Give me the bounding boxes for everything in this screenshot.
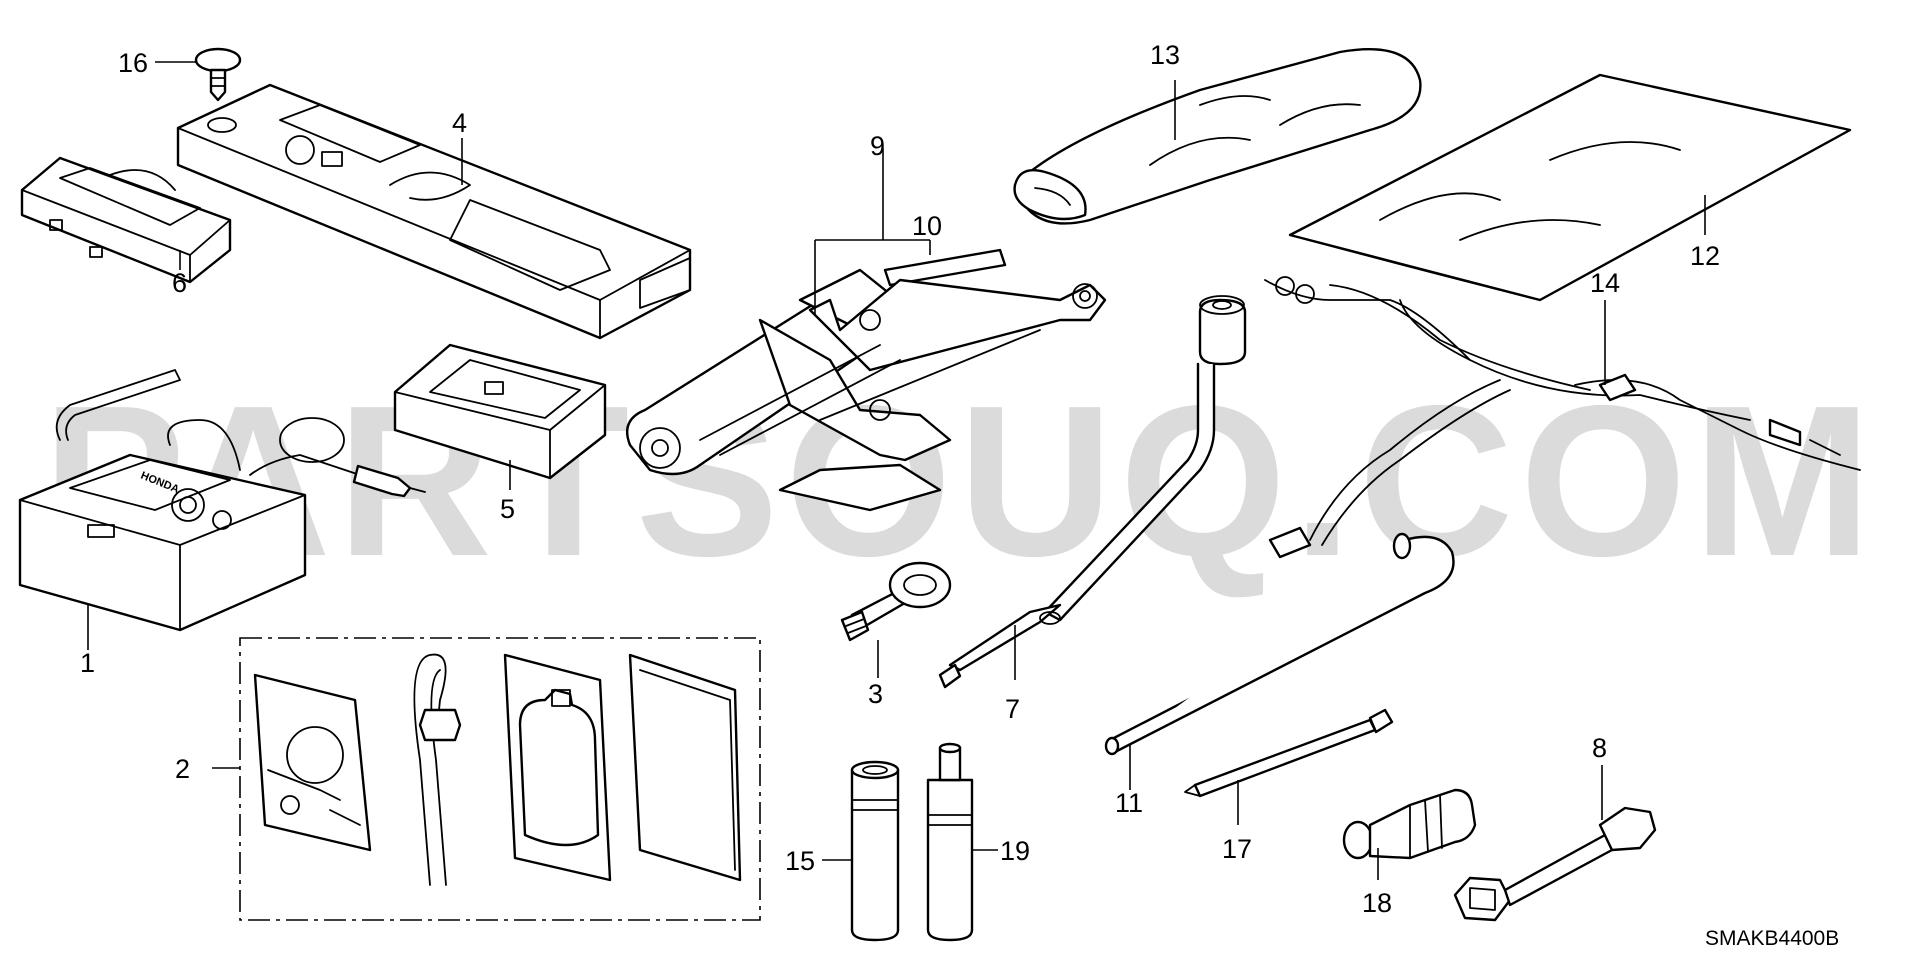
kit-frame [239, 637, 761, 921]
callout-8: 8 [1592, 733, 1607, 763]
part-12-bag[interactable] [1288, 73, 1852, 302]
callout-9: 9 [870, 131, 885, 161]
callouts: 16 4 6 5 1 2 9 10 3 7 13 12 14 11 17 18 … [80, 40, 1720, 918]
diagram-code: SMAKB4400B [1705, 927, 1839, 950]
part-4-tool-tray[interactable] [176, 83, 692, 340]
callout-1: 1 [80, 648, 95, 678]
part-18-screwdriver-handle[interactable] [1342, 788, 1477, 860]
callout-17: 17 [1222, 834, 1252, 864]
part-6-holder[interactable] [20, 156, 232, 284]
part-5-holder-box[interactable] [393, 343, 607, 480]
callout-2: 2 [175, 754, 190, 784]
leader-lines [87, 61, 1706, 880]
part-7-wheel-nut-wrench[interactable] [938, 295, 1247, 689]
callout-12: 12 [1690, 241, 1720, 271]
part-8-wrench[interactable] [1453, 806, 1657, 922]
part-10-label[interactable] [883, 248, 1007, 287]
callout-7: 7 [1005, 694, 1020, 724]
part-19-valve-core-tool[interactable] [926, 742, 974, 942]
callout-13: 13 [1150, 40, 1180, 70]
callout-15: 15 [785, 846, 815, 876]
part-16-clip[interactable] [194, 47, 242, 102]
callout-10: 10 [912, 211, 942, 241]
callout-16: 16 [118, 48, 148, 78]
callout-4: 4 [452, 108, 467, 138]
callout-5: 5 [500, 494, 515, 524]
part-17-screwdriver-bit[interactable] [1184, 708, 1394, 798]
part-14-strap[interactable] [1264, 276, 1861, 559]
callout-14: 14 [1590, 268, 1620, 298]
part-2-sealant-kit[interactable] [253, 653, 742, 886]
part-1-air-compressor[interactable]: HONDA [18, 369, 426, 632]
callout-3: 3 [868, 679, 883, 709]
part-13-tool-bag[interactable] [1013, 48, 1422, 225]
part-3-towing-hook[interactable] [840, 561, 952, 642]
callout-19: 19 [1000, 836, 1030, 866]
callout-18: 18 [1362, 888, 1392, 918]
callout-6: 6 [172, 268, 187, 298]
callout-11: 11 [1115, 788, 1143, 818]
watermark: PARTSOUQ.COM [42, 360, 1878, 601]
part-9-jack[interactable] [625, 268, 1107, 512]
part-15-valve-tool[interactable] [850, 760, 900, 942]
part-11-extension-bar[interactable] [1104, 532, 1455, 756]
